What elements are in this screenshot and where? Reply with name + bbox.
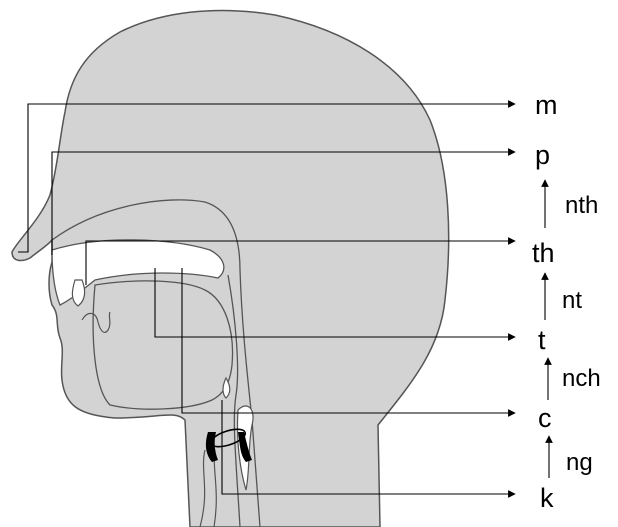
head-silhouette — [12, 10, 449, 527]
transition-labels: nth nt nch ng — [562, 192, 601, 476]
label-k: k — [540, 483, 554, 513]
label-p: p — [535, 140, 550, 170]
label-ng: ng — [566, 449, 593, 476]
label-c: c — [538, 403, 552, 433]
label-th: th — [532, 238, 555, 268]
label-nth: nth — [565, 192, 598, 219]
label-nch: nch — [562, 365, 601, 392]
label-t: t — [538, 325, 546, 355]
transition-arrows — [545, 180, 549, 478]
tongue — [93, 281, 232, 409]
label-nt: nt — [562, 287, 582, 314]
label-m: m — [535, 90, 558, 120]
